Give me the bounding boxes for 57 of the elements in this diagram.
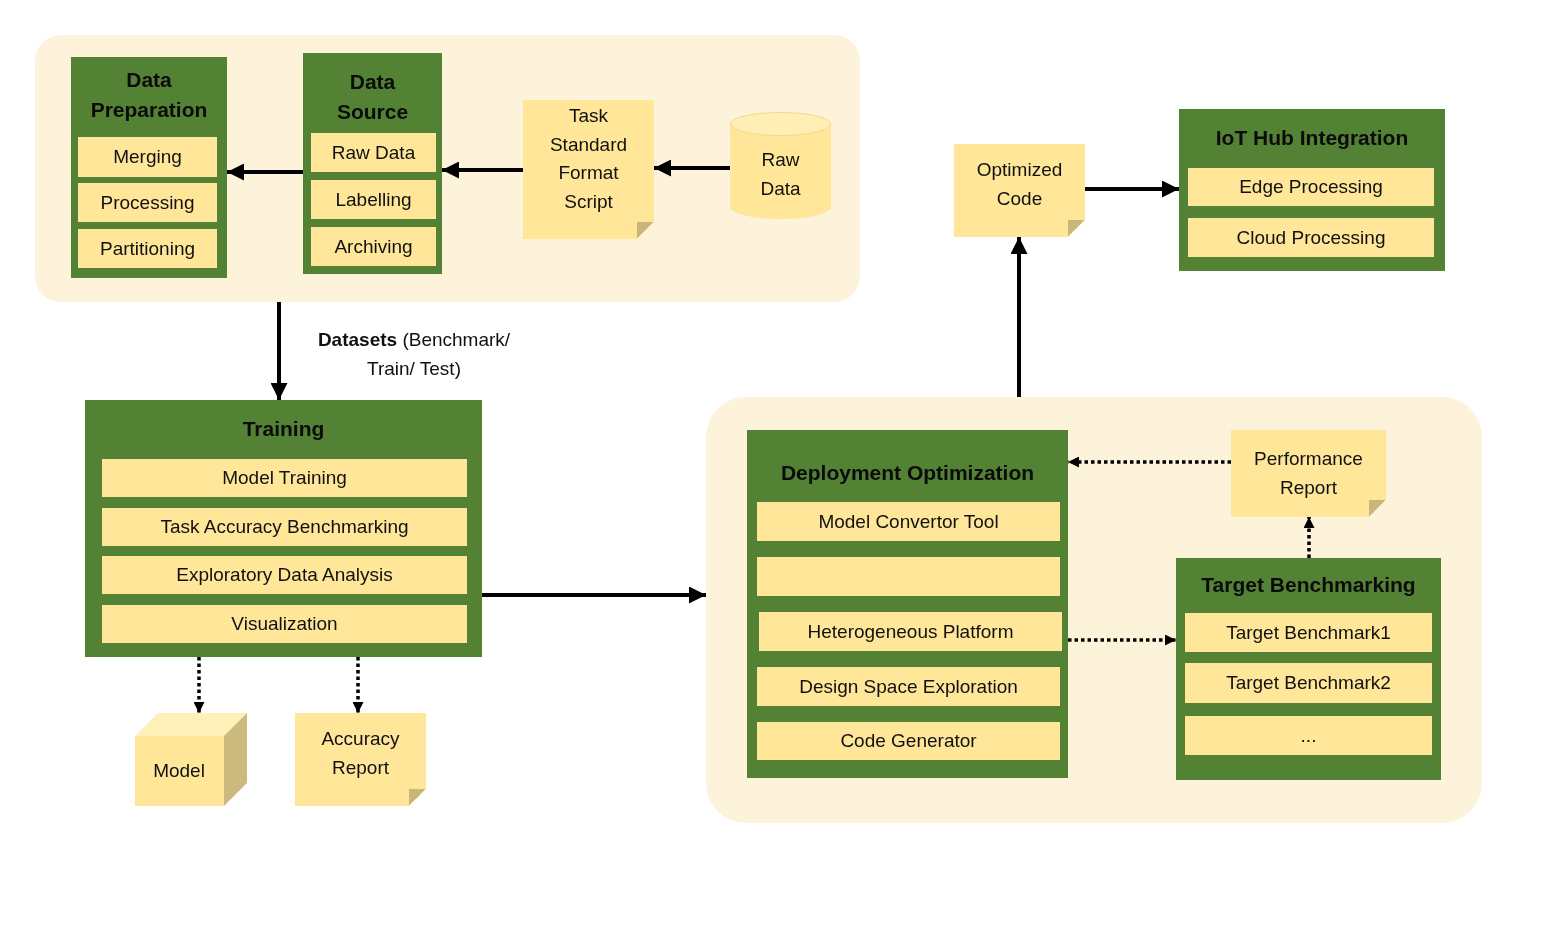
edge-label: Datasets (Benchmark/ Train/ Test) — [316, 328, 512, 381]
task-item: Design Space Exploration — [757, 667, 1060, 706]
task-item: Target Benchmark2 — [1185, 663, 1432, 703]
module-panel — [85, 400, 482, 657]
module-panel — [71, 57, 227, 278]
task-item: Merging — [78, 137, 217, 177]
task-item: Raw Data — [311, 133, 436, 172]
task-item: Processing — [78, 183, 217, 222]
dotted-arrow — [1068, 634, 1176, 646]
document-note — [1231, 430, 1386, 517]
task-item: Target Benchmark1 — [1185, 613, 1432, 652]
note-text: Accuracy Report — [320, 726, 401, 780]
task-item: Exploratory Data Analysis — [102, 556, 467, 594]
node-label: Raw Data — [759, 147, 802, 200]
task-item: Task Accuracy Benchmarking — [102, 508, 467, 546]
task-item: ... — [1185, 716, 1432, 755]
task-item: Labelling — [311, 180, 436, 219]
task-item: Code Generator — [757, 722, 1060, 760]
module-panel — [303, 53, 442, 274]
arrow — [654, 159, 730, 177]
document-note — [954, 144, 1085, 237]
panel-title: Deployment Optimization — [780, 459, 1035, 486]
document-note — [523, 100, 654, 239]
node-label: Model — [153, 758, 205, 783]
dotted-arrow — [193, 657, 205, 713]
task-item — [757, 557, 1060, 596]
task-item: Archiving — [311, 227, 436, 266]
arrow — [1010, 237, 1028, 397]
module-panel — [747, 430, 1068, 778]
panel-title: Target Benchmarking — [1201, 571, 1416, 598]
panel-title: IoT Hub Integration — [1215, 124, 1409, 151]
task-item: Model Training — [102, 459, 467, 497]
arrow — [227, 163, 303, 181]
task-item: Visualization — [102, 605, 467, 643]
panel-title: Data Preparation — [89, 66, 209, 123]
arrow — [442, 161, 523, 179]
task-item: Model Convertor Tool — [757, 502, 1060, 541]
arrow — [1085, 180, 1179, 198]
note-text: Optimized Code — [975, 157, 1064, 210]
dotted-arrow — [352, 657, 364, 713]
note-text: Task Standard Format Script — [548, 104, 629, 214]
module-panel — [1176, 558, 1441, 780]
stage-panel — [35, 35, 860, 302]
dotted-arrow — [1303, 517, 1315, 558]
note-text: Performance Report — [1253, 446, 1364, 500]
panel-title: Data Source — [335, 68, 410, 125]
document-note — [295, 713, 426, 806]
task-item: Cloud Processing — [1188, 218, 1434, 257]
arrow — [270, 302, 288, 400]
task-item: Edge Processing — [1188, 168, 1434, 206]
panel-title: Training — [242, 415, 325, 442]
dotted-arrow — [1068, 456, 1231, 468]
module-panel — [1179, 109, 1445, 271]
stage-panel — [706, 397, 1482, 823]
arrow — [482, 586, 706, 604]
task-item: Heterogeneous Platform — [759, 612, 1062, 651]
task-item: Partitioning — [78, 229, 217, 268]
